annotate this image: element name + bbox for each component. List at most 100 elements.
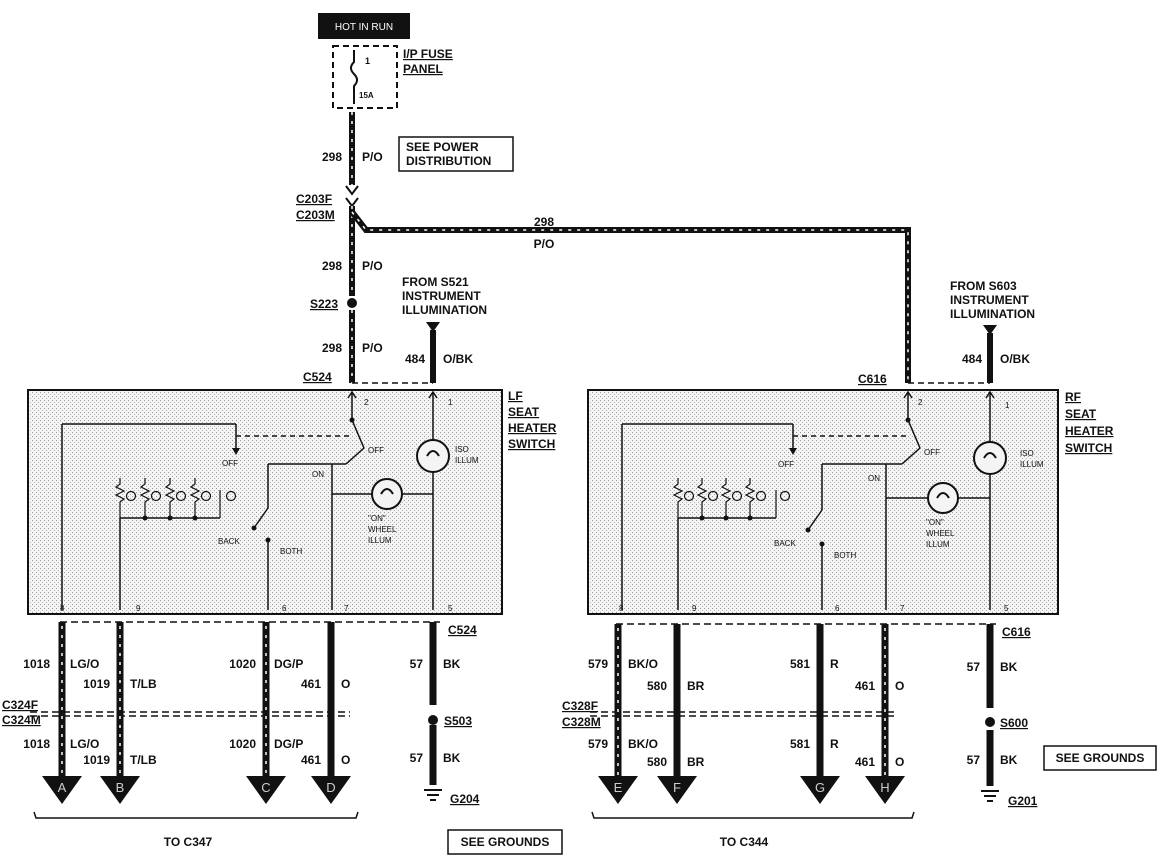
s223-splice [347, 298, 357, 308]
left-wire-2-circuit-lower: 1019 [83, 753, 110, 767]
to-c344-label: TO C344 [720, 835, 769, 849]
rf-switch-label-1: RF [1065, 390, 1081, 404]
c524-bottom-label: C524 [448, 623, 477, 637]
svg-text:1: 1 [448, 398, 453, 407]
svg-text:5: 5 [1004, 604, 1009, 613]
ground-g204-icon [424, 789, 442, 801]
s503-label: S503 [444, 714, 472, 728]
s600-label: S600 [1000, 716, 1028, 730]
c616-top-label: C616 [858, 372, 887, 386]
wire-298-color-branch: P/O [534, 237, 555, 251]
svg-text:ILLUM: ILLUM [1020, 460, 1044, 469]
terminal-f: F [673, 780, 681, 795]
terminal-d: D [326, 780, 335, 795]
right-wire-1-color-lower: BK/O [628, 737, 658, 751]
right-wire-4-circuit-upper: 461 [855, 679, 875, 693]
rf-switch-label-2: SEAT [1065, 407, 1097, 421]
s223-label: S223 [310, 297, 338, 311]
hot-in-run-label: HOT IN RUN [335, 22, 393, 33]
hot-in-run-badge [318, 13, 410, 39]
svg-text:8: 8 [60, 604, 65, 613]
wire-298-circuit-b: 298 [322, 259, 342, 273]
c524-top-label: C524 [303, 370, 332, 384]
g204-label: G204 [450, 792, 480, 806]
rf-switch-label-3: HEATER [1065, 424, 1114, 438]
c616-bottom-label: C616 [1002, 625, 1031, 639]
right-wire-1-color-upper: BK/O [628, 657, 658, 671]
left-terminal-arrows [42, 776, 351, 804]
svg-text:ISO: ISO [455, 445, 469, 454]
lf-switch-label-1: LF [508, 389, 523, 403]
wire-484-left-circuit: 484 [405, 352, 425, 366]
right-wire-2-color-upper: BR [687, 679, 705, 693]
iso-illum-bulb-icon [973, 441, 1007, 475]
svg-text:WHEEL: WHEEL [368, 525, 397, 534]
terminal-c: C [261, 780, 270, 795]
svg-text:ILLUM: ILLUM [368, 536, 392, 545]
wire-298-circuit-a: 298 [322, 150, 342, 164]
svg-text:BACK: BACK [218, 537, 240, 546]
svg-text:BOTH: BOTH [280, 547, 302, 556]
svg-text:5: 5 [448, 604, 453, 613]
left-wire-4-circuit-upper: 461 [301, 677, 321, 691]
right-wire-4-color-upper: O [895, 679, 904, 693]
terminal-b: B [116, 780, 125, 795]
left-wire-3-color-lower: DG/P [274, 737, 303, 751]
left-wire-2-circuit-upper: 1019 [83, 677, 110, 691]
left-wire-4-color-upper: O [341, 677, 350, 691]
fuse-panel-box [332, 45, 398, 109]
svg-text:2: 2 [918, 398, 923, 407]
svg-text:ON: ON [868, 474, 880, 483]
left-harness-wires [58, 622, 437, 785]
wire-298-color-c: P/O [362, 341, 383, 355]
wire-298-circuit-branch: 298 [534, 215, 554, 229]
svg-text:ILLUM: ILLUM [926, 540, 950, 549]
svg-text:6: 6 [835, 604, 840, 613]
svg-text:OFF: OFF [924, 448, 940, 457]
left-wire-2-color-upper: T/LB [130, 677, 157, 691]
from-s521-line2: INSTRUMENT [402, 289, 481, 303]
svg-text:WHEEL: WHEEL [926, 529, 955, 538]
left-wire-1-color-upper: LG/O [70, 657, 99, 671]
right-wire-2-color-lower: BR [687, 755, 705, 769]
see-grounds-box-right [1043, 745, 1157, 771]
left-wire-5-circuit-lower: 57 [410, 751, 424, 765]
from-s603-arrow-icon [983, 325, 997, 335]
terminal-g: G [815, 780, 825, 795]
c324f-label: C324F [2, 698, 38, 712]
left-wire-5-color-lower: BK [443, 751, 461, 765]
left-wire-4-color-lower: O [341, 753, 350, 767]
left-wire-5-circuit-upper: 57 [410, 657, 424, 671]
to-c347-label: TO C347 [164, 835, 213, 849]
left-wire-1-circuit-upper: 1018 [23, 657, 50, 671]
svg-text:ON: ON [312, 470, 324, 479]
wire-298-color-a: P/O [362, 150, 383, 164]
wire-484-left-color: O/BK [443, 352, 473, 366]
g201-label: G201 [1008, 794, 1038, 808]
wire-298-circuit-c: 298 [322, 341, 342, 355]
svg-text:"ON": "ON" [368, 514, 386, 523]
wheel-illum-bulb-icon [927, 482, 959, 514]
right-wire-5-circuit-lower: 57 [967, 753, 981, 767]
left-bracket [33, 811, 359, 819]
right-wire-1-circuit-upper: 579 [588, 657, 608, 671]
svg-text:ILLUM: ILLUM [455, 456, 479, 465]
lf-seat-heater-switch: 2 1 ISO ILLUM OFF OFF ON BACK BOTH "ON" [27, 389, 503, 615]
left-wire-3-circuit-lower: 1020 [229, 737, 256, 751]
fuse-panel-label-2: PANEL [403, 62, 443, 76]
wire-484-right-circuit: 484 [962, 352, 982, 366]
wheel-illum-bulb-icon [371, 478, 403, 510]
left-wire-2-color-lower: T/LB [130, 753, 157, 767]
right-wire-4-color-lower: O [895, 755, 904, 769]
c203m-label: C203M [296, 208, 335, 222]
c203f-label: C203F [296, 192, 332, 206]
fuse-icon [350, 50, 358, 104]
fuse-number: 1 [365, 56, 370, 66]
wire-298-color-b: P/O [362, 259, 383, 273]
terminal-a: A [58, 780, 67, 795]
right-wire-5-color-upper: BK [1000, 660, 1018, 674]
fuse-rating: 15A [359, 91, 374, 100]
right-wire-3-color-upper: R [830, 657, 839, 671]
right-wire-5-color-lower: BK [1000, 753, 1018, 767]
